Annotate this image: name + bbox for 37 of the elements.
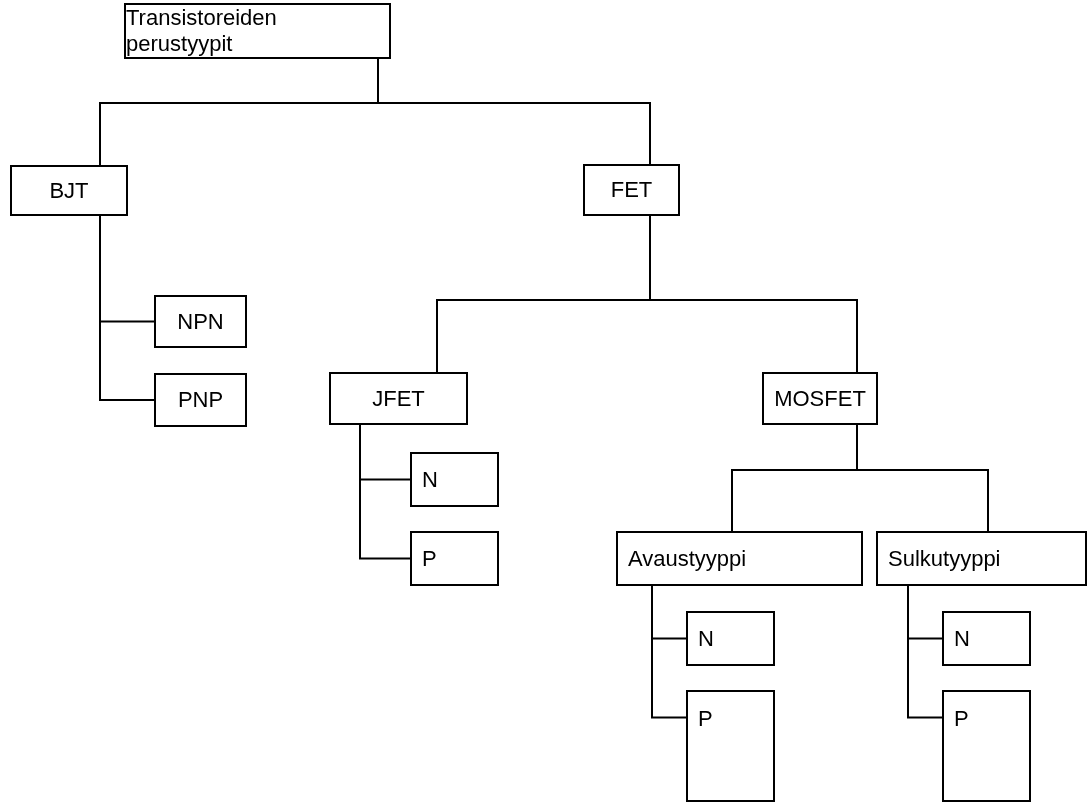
connector-line bbox=[907, 585, 943, 719]
category-box bbox=[154, 373, 247, 427]
category-box bbox=[410, 452, 499, 507]
box-label: BJT bbox=[49, 177, 89, 204]
box-label: N bbox=[422, 466, 438, 493]
box-label: N bbox=[698, 625, 714, 652]
box-label: PNP bbox=[177, 387, 224, 413]
box-label: P bbox=[422, 545, 437, 572]
connector-line bbox=[649, 215, 858, 373]
category-box bbox=[10, 165, 128, 216]
category-box bbox=[686, 611, 775, 666]
box-label: JFET bbox=[372, 385, 425, 412]
box-label: P bbox=[698, 706, 713, 732]
category-box bbox=[762, 372, 878, 425]
connector-line bbox=[377, 58, 651, 165]
connector-line bbox=[651, 585, 687, 719]
box-label: Sulkutyyppi bbox=[888, 545, 1001, 572]
box-label: NPN bbox=[177, 308, 224, 335]
box-label: Transistoreiden perustyypit bbox=[126, 5, 278, 57]
category-box bbox=[942, 690, 1031, 802]
connector-line bbox=[856, 424, 989, 532]
category-box bbox=[942, 611, 1031, 666]
category-box bbox=[410, 531, 499, 586]
category-box bbox=[616, 531, 863, 586]
category-box bbox=[876, 531, 1087, 586]
box-label: FET bbox=[610, 177, 653, 203]
box-label: MOSFET bbox=[774, 385, 866, 412]
category-box bbox=[329, 372, 468, 425]
connector-line bbox=[99, 215, 155, 401]
category-box bbox=[154, 295, 247, 348]
category-box bbox=[124, 3, 391, 59]
connector-line bbox=[359, 424, 411, 560]
box-label: P bbox=[954, 706, 969, 732]
category-box bbox=[583, 164, 680, 216]
box-label: N bbox=[954, 625, 970, 652]
category-box bbox=[686, 690, 775, 802]
box-label: Avaustyyppi bbox=[628, 545, 747, 572]
